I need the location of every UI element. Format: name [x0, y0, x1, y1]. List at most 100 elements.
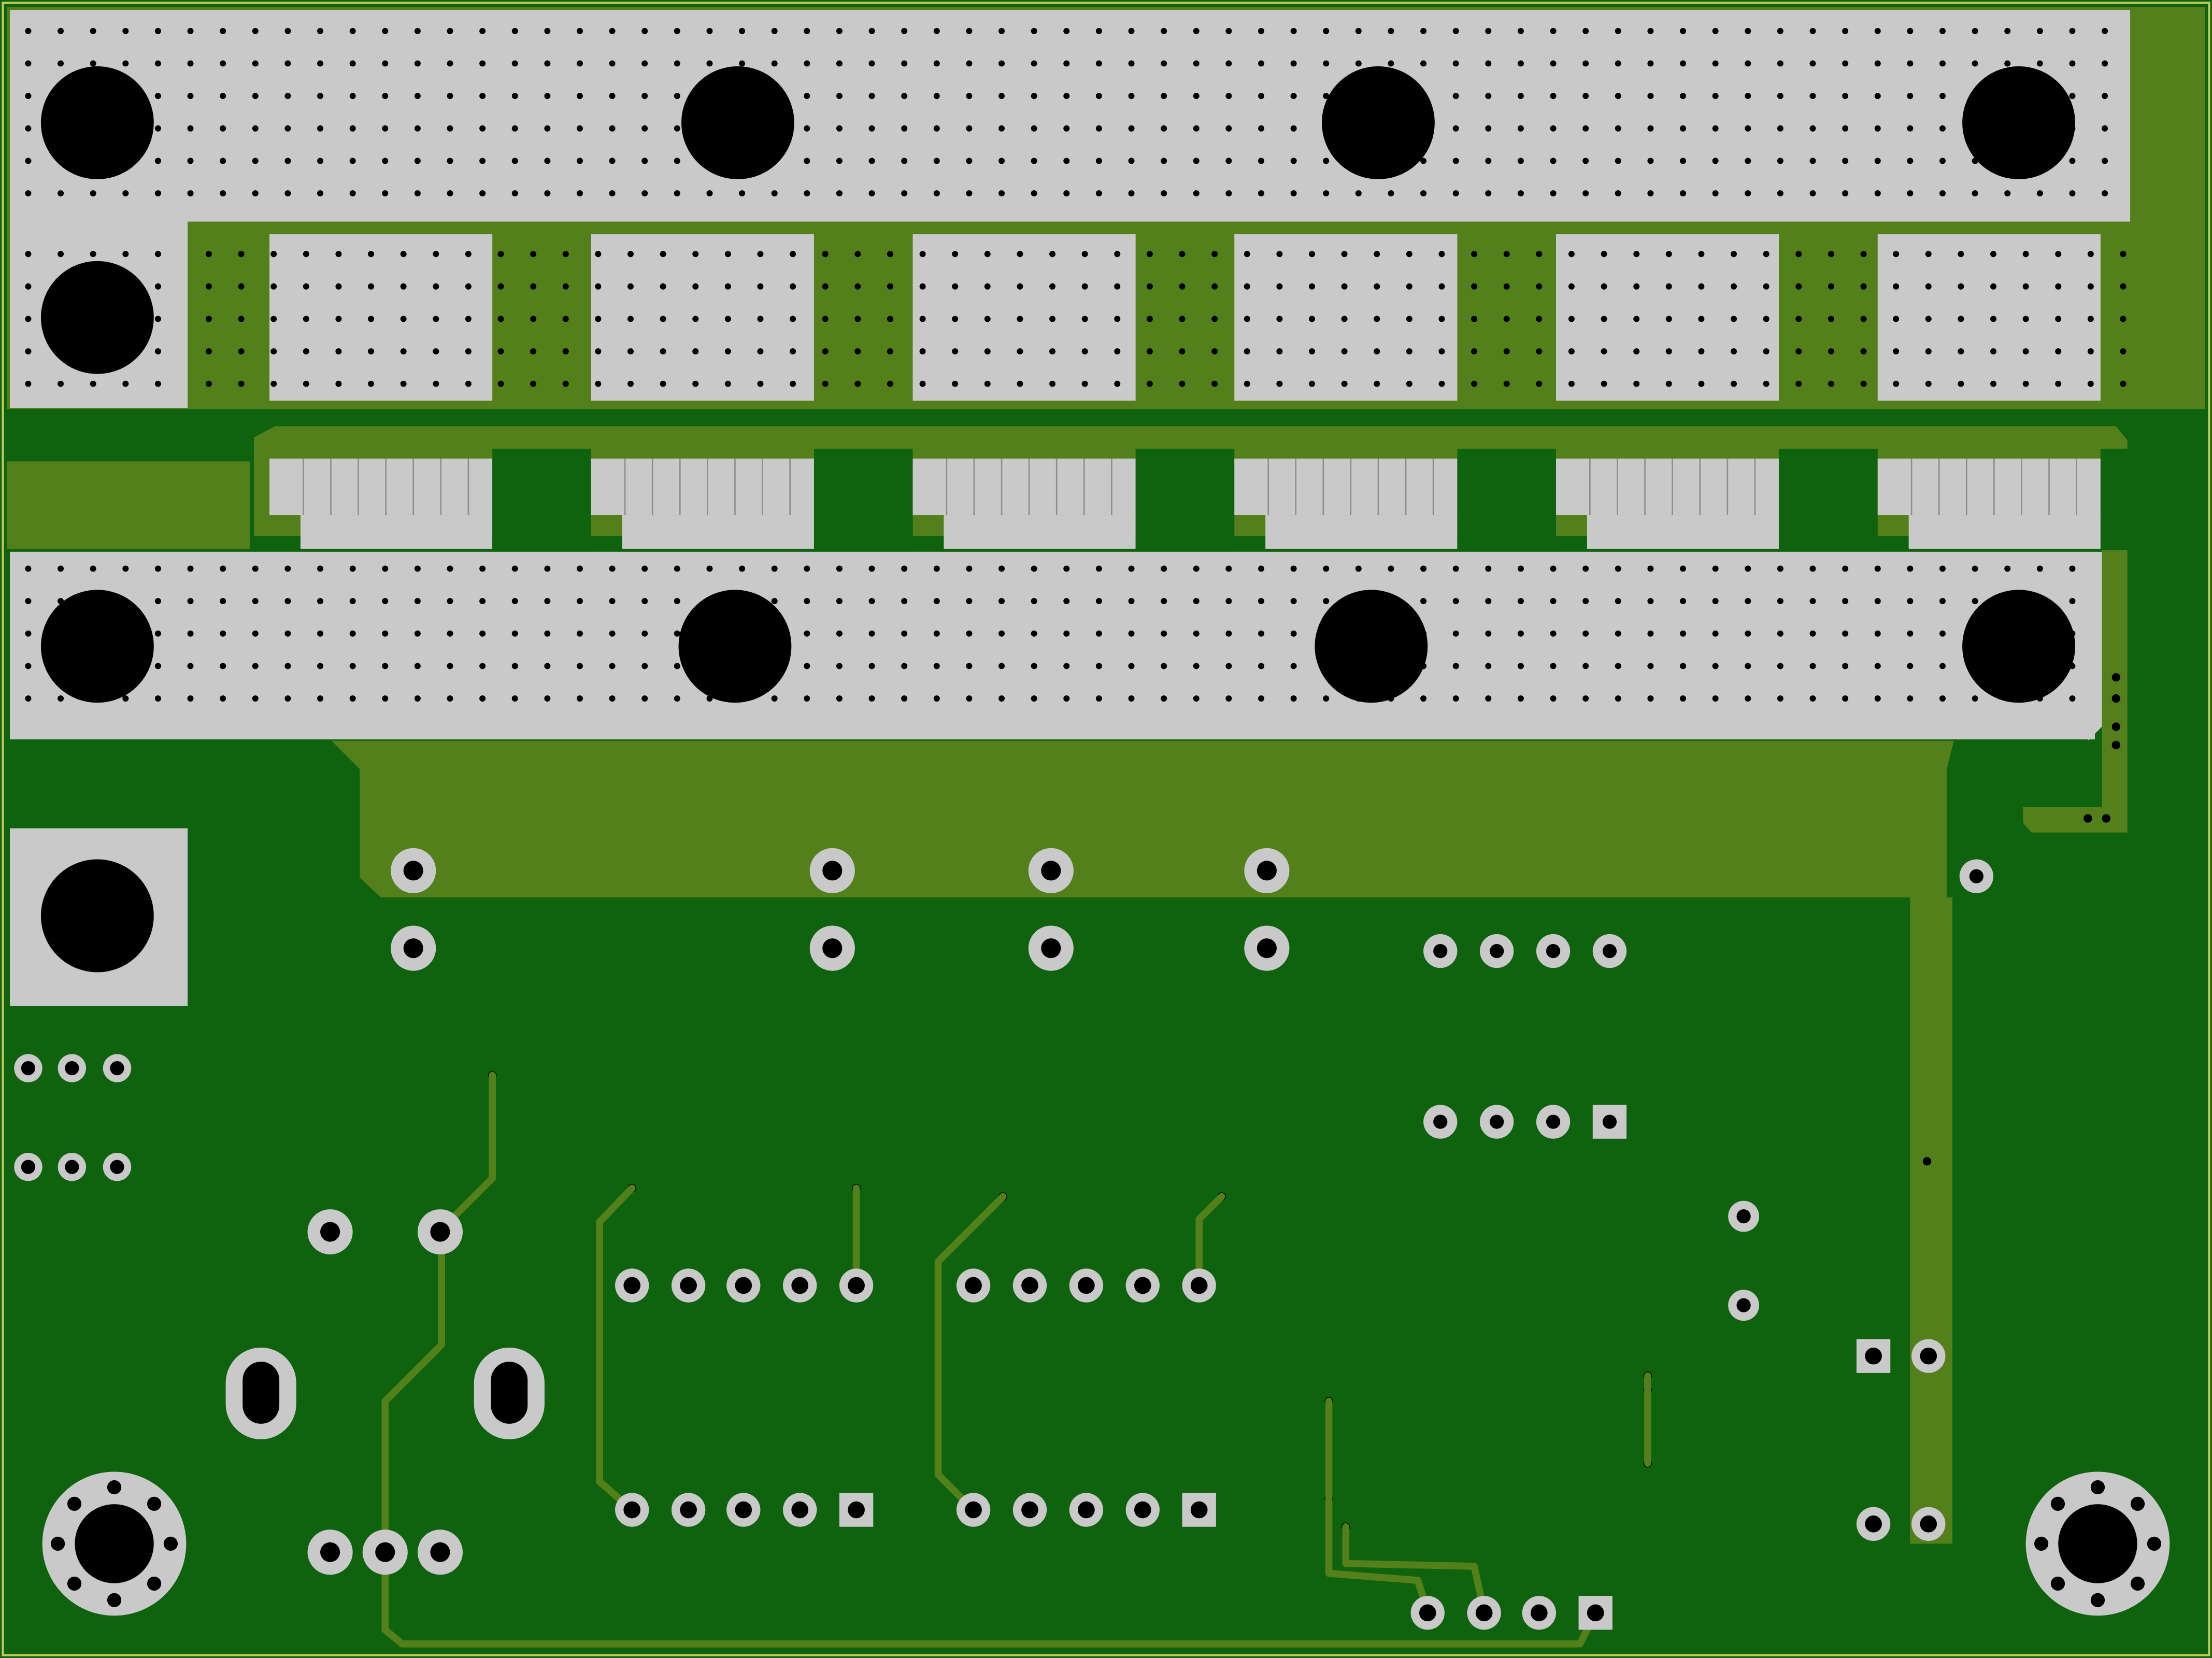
via [2120, 283, 2127, 290]
via [447, 695, 453, 702]
via [706, 565, 713, 572]
via [1081, 251, 1088, 258]
via [2004, 565, 2011, 572]
via [868, 663, 875, 669]
pad-hole [1969, 869, 1983, 883]
via [382, 695, 389, 702]
via [998, 27, 1005, 34]
pad-hole [822, 861, 843, 881]
via [349, 565, 356, 572]
via [1582, 695, 1589, 702]
via [1958, 316, 1964, 322]
via [1568, 380, 1575, 387]
via [1647, 190, 1654, 197]
via [836, 598, 843, 605]
pad-hole [791, 1277, 809, 1294]
via [1958, 380, 1964, 387]
via [1225, 695, 1232, 702]
via [1842, 158, 1849, 164]
via [1536, 251, 1543, 258]
via [1031, 663, 1037, 669]
via [25, 158, 32, 164]
via [609, 27, 616, 34]
via [1601, 251, 1607, 258]
via [317, 565, 324, 572]
via [641, 93, 648, 99]
pad-hole [791, 1501, 809, 1519]
pad-hole [623, 1501, 641, 1519]
via [901, 598, 908, 605]
via [1939, 93, 1946, 99]
via [901, 630, 908, 637]
via [1680, 93, 1687, 99]
via [1550, 158, 1557, 164]
via [1615, 190, 1621, 197]
via [414, 663, 421, 669]
via [1179, 283, 1186, 290]
via [1049, 348, 1056, 355]
via [497, 316, 504, 322]
via [511, 125, 518, 132]
via [1049, 283, 1056, 290]
via [1647, 565, 1654, 572]
via [414, 695, 421, 702]
large-hole [681, 66, 794, 179]
via [1031, 190, 1037, 197]
via [335, 251, 342, 258]
via [1893, 380, 1900, 387]
via [1063, 565, 1070, 572]
via [1452, 695, 1459, 702]
via [238, 348, 245, 355]
via [1374, 316, 1380, 322]
via [1161, 598, 1167, 605]
via [562, 380, 569, 387]
via [1031, 695, 1037, 702]
large-hole [1962, 66, 2075, 179]
via [284, 190, 291, 197]
via [1225, 190, 1232, 197]
via [1244, 316, 1250, 322]
via [1550, 93, 1557, 99]
via [317, 93, 324, 99]
via [1161, 190, 1167, 197]
via [25, 125, 32, 132]
mount-via [147, 1496, 162, 1511]
via [1193, 27, 1200, 34]
via [1471, 348, 1478, 355]
via [2087, 380, 2094, 387]
via [2102, 60, 2108, 67]
via [1244, 251, 1250, 258]
via [1485, 663, 1492, 669]
pad-hole [965, 1277, 982, 1294]
via [933, 190, 940, 197]
via [1017, 380, 1023, 387]
via [868, 93, 875, 99]
small-via [2102, 814, 2110, 823]
via [868, 27, 875, 34]
via [25, 60, 32, 67]
connector-gap [814, 449, 913, 551]
pad-hole [1865, 1347, 1882, 1365]
via [836, 190, 843, 197]
via [1958, 348, 1964, 355]
via [284, 93, 291, 99]
via [1063, 598, 1070, 605]
via [1698, 251, 1705, 258]
via [998, 598, 1005, 605]
via [479, 190, 486, 197]
via [1972, 60, 1978, 67]
via [1990, 283, 1996, 290]
via [1309, 283, 1315, 290]
via [1290, 663, 1297, 669]
via [1647, 27, 1654, 34]
via [1550, 630, 1557, 637]
via [1795, 251, 1802, 258]
via [2022, 316, 2029, 322]
via [154, 663, 161, 669]
pad-hole [1257, 861, 1277, 881]
via [1939, 60, 1946, 67]
via [771, 27, 778, 34]
via [400, 251, 407, 258]
via [1550, 565, 1557, 572]
via [771, 565, 778, 572]
